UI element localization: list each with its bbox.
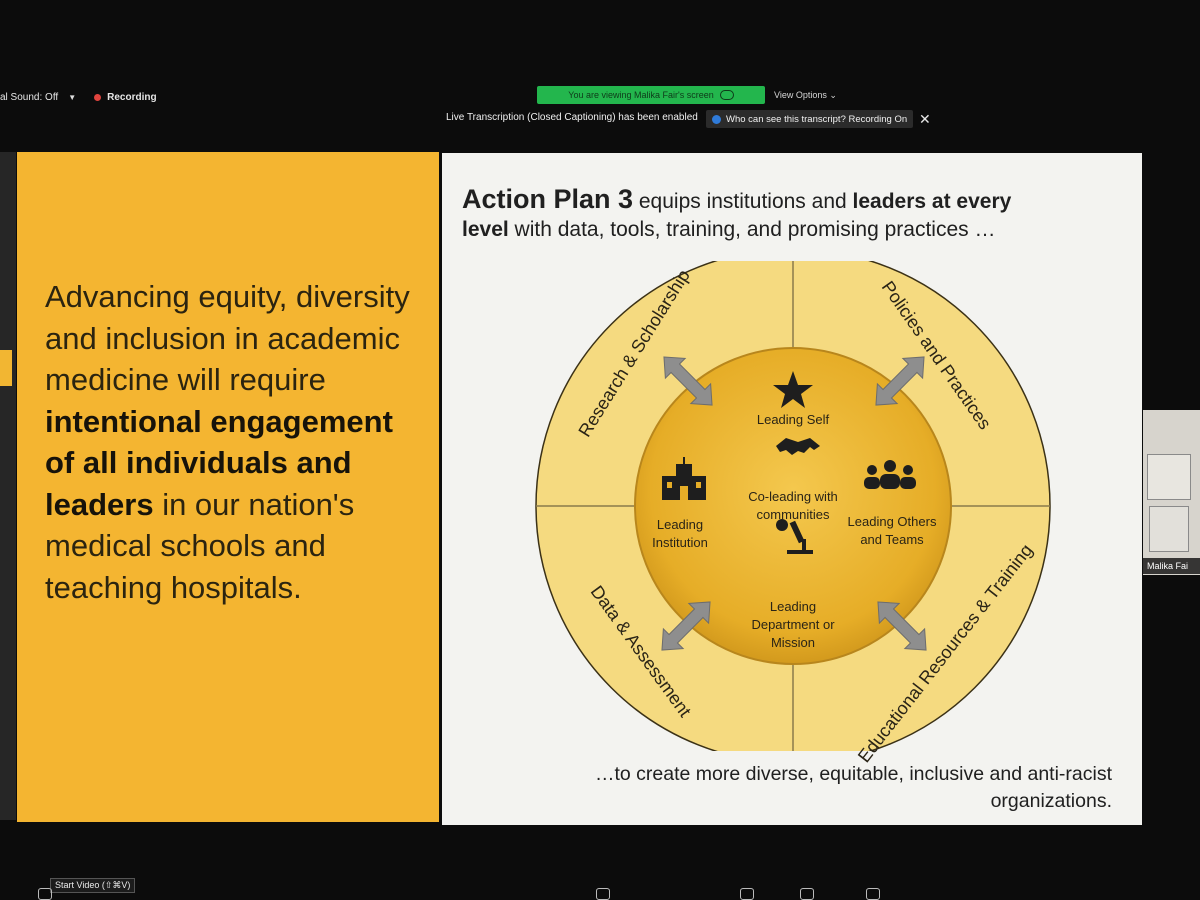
double-arrow-icon bbox=[661, 601, 711, 651]
view-options-label: View Options bbox=[774, 90, 827, 100]
transcript-visibility-button[interactable]: Who can see this transcript? Recording O… bbox=[706, 110, 914, 128]
building-icon bbox=[662, 457, 706, 500]
handshake-icon bbox=[776, 438, 820, 455]
microscope-icon bbox=[776, 519, 813, 554]
previous-slide-edge bbox=[0, 152, 16, 820]
recording-label: Recording bbox=[107, 92, 157, 103]
participants-icon[interactable] bbox=[596, 888, 610, 900]
inner-circle bbox=[634, 347, 952, 665]
slide-right-panel: Action Plan 3 equips institutions and le… bbox=[442, 153, 1142, 825]
audio-status[interactable]: al Sound: Off ▼ Recording bbox=[0, 92, 157, 103]
wall-frame bbox=[1149, 506, 1189, 552]
headline-part-2: with data, tools, training, and promisin… bbox=[508, 218, 996, 241]
viewing-screen-banner: You are viewing Malika Fair's screen bbox=[537, 86, 765, 104]
chevron-down-icon: ⌄ bbox=[829, 90, 837, 100]
chevron-down-icon[interactable]: ▼ bbox=[68, 93, 77, 102]
slide-headline: Action Plan 3 equips institutions and le… bbox=[462, 185, 1022, 244]
left-text-bold: intentional engagement of all individual… bbox=[45, 403, 393, 522]
chat-icon[interactable] bbox=[800, 888, 814, 900]
viewing-banner-text: You are viewing Malika Fair's screen bbox=[568, 90, 714, 100]
transcription-notice: Live Transcription (Closed Captioning) h… bbox=[446, 112, 698, 123]
headline-part-1: equips institutions and bbox=[633, 190, 853, 213]
video-off-icon[interactable] bbox=[38, 888, 52, 900]
sound-label: al Sound: Off bbox=[0, 92, 59, 103]
cloud-icon bbox=[719, 90, 734, 100]
slide-left-text: Advancing equity, diversity and inclusio… bbox=[45, 276, 429, 608]
previous-slide-tab bbox=[0, 350, 12, 386]
people-group-icon bbox=[864, 460, 916, 489]
label-co-leading: Co-leading with communities bbox=[748, 489, 838, 522]
label-leading-institution: Leading Institution bbox=[652, 517, 708, 550]
double-arrow-icon bbox=[663, 356, 713, 406]
participant-video-thumbnail[interactable] bbox=[1143, 410, 1200, 575]
participant-name: Malika Fai bbox=[1143, 558, 1200, 574]
person-icon bbox=[712, 114, 721, 124]
view-options-button[interactable]: View Options ⌄ bbox=[774, 90, 837, 101]
label-leading-self: Leading Self bbox=[756, 412, 830, 427]
start-video-tooltip: Start Video (⇧⌘V) bbox=[50, 878, 136, 893]
share-screen-icon[interactable] bbox=[740, 888, 754, 900]
double-arrow-icon bbox=[877, 601, 927, 651]
left-text-1: Advancing equity, diversity and inclusio… bbox=[45, 279, 410, 397]
transcript-button-label: Who can see this transcript? Recording O… bbox=[726, 113, 908, 125]
recording-dot-icon bbox=[94, 94, 102, 101]
left-text-2: in our nation's medical schools and teac… bbox=[45, 486, 355, 605]
close-icon[interactable]: ✕ bbox=[919, 111, 931, 127]
slide-footer: …to create more diverse, equitable, incl… bbox=[595, 763, 1112, 812]
leadership-diagram: Research & Scholarship Policies and Prac… bbox=[532, 261, 1052, 766]
wall-frame bbox=[1147, 454, 1191, 500]
slide-left-panel: Advancing equity, diversity and inclusio… bbox=[17, 152, 439, 822]
label-leading-others: Leading Others and Teams bbox=[847, 514, 937, 547]
headline-bold: leaders at every level bbox=[462, 190, 1012, 241]
label-leading-department: Leading Department or Mission bbox=[751, 599, 835, 650]
double-arrow-icon bbox=[875, 356, 925, 406]
star-icon bbox=[773, 371, 813, 408]
reactions-icon[interactable] bbox=[866, 888, 880, 900]
diagram-graphic bbox=[535, 261, 1051, 751]
headline-title: Action Plan 3 bbox=[462, 184, 634, 214]
